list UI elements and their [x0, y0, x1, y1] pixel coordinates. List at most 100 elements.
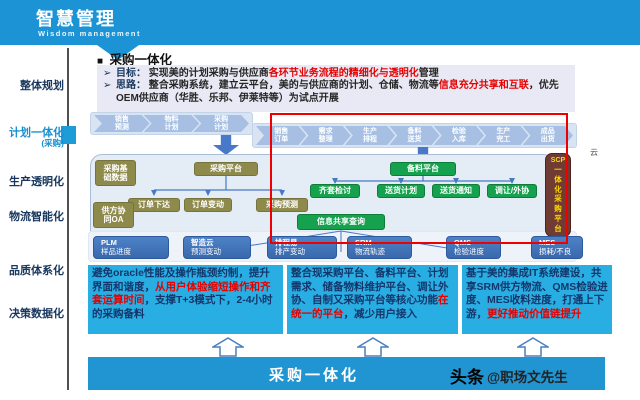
box-transfer-outsource: 调让/外协 [487, 184, 537, 198]
arrow-bullet-icon: ➢ [103, 68, 112, 79]
goal-highlight: 各环节业务流程的精细化与透明化 [268, 68, 419, 79]
idea-label: 思路： [116, 80, 146, 92]
flow-step-label: 成品出货 [540, 127, 555, 143]
flow-step-label: 物料计划 [164, 115, 179, 131]
box-label: 订单下达 [138, 200, 170, 210]
system-box-plm: PLM 样品进度 [93, 236, 169, 259]
goal-label: 目标： [116, 68, 146, 79]
system-sub: 损耗/不良 [539, 246, 572, 256]
box-purchase-forecast: 采购预测 [256, 198, 308, 212]
flow-step-label: 销售预测 [114, 115, 129, 131]
cloud-label: 云 [590, 148, 598, 157]
note-highlight: 更好推动价值链提升 [487, 307, 582, 320]
system-name: 智造云 [191, 238, 214, 247]
sidebar-item-sublabel: (采购) [41, 138, 64, 149]
box-label: 采购预测 [266, 200, 298, 210]
sidebar-item-plan-integration[interactable]: 计划一体化 (采购) [0, 127, 64, 148]
watermark-brand: 头条 [450, 368, 484, 387]
box-label: 齐套检讨 [319, 186, 351, 196]
up-arrow-icon [212, 337, 244, 357]
header-bar: 智慧管理 Wisdom management [0, 0, 640, 45]
flow-step-label: 检验入库 [451, 127, 466, 143]
note-highlight: 在统一的平台 [291, 294, 449, 320]
flow-step: 生产完工 [478, 126, 528, 145]
idea-text-end: ，优先OEM供应商（华胜、乐邦、伊莱特等）为试点开展 [116, 80, 559, 104]
box-label: 采购平台 [210, 164, 242, 174]
note-block-3: 基于美的集成IT系统建设，共享SRM供方物流、QMS检验进度、MES收料进度，打… [462, 265, 612, 334]
flow-banner-execution: 销售订单 需求整理 生产排程 备料送货 检验入库 生产完工 成品出货 [252, 123, 577, 148]
page-title: ■ 采购一体化 [97, 49, 172, 68]
note-text: 基于美的集成IT系统建设，共享SRM供方物流、QMS检验进度、MES收料进度，打… [466, 267, 608, 320]
up-arrow-icon [517, 337, 549, 357]
flow-step-label: 生产完工 [496, 127, 511, 143]
goal-bullet: ➢ 目标： 实现美的计划采购与供应商各环节业务流程的精细化与透明化管理 [103, 68, 569, 80]
note-text: 整合现采购平台、备料平台、计划需求、储备物料维护平台、调让外协、自制又采购平台等… [291, 267, 449, 307]
goal-text-end: 管理 [418, 68, 439, 79]
flow-step: 备料送货 [389, 126, 439, 145]
sidebar-item-production-transparency[interactable]: 生产透明化 [9, 176, 64, 188]
box-purchase-platform: 采购平台 [194, 162, 258, 176]
goal-text: 实现美的计划采购与供应商 [148, 68, 269, 79]
sidebar-item-overall-plan[interactable]: 整体规划 [20, 80, 64, 92]
system-sub: 样品进度 [101, 246, 131, 256]
sidebar-item-quality-system[interactable]: 品质体系化 [9, 265, 64, 277]
box-supplier-oa: 供方协同OA [93, 202, 134, 228]
flow-banner-plan: 销售预测 物料计划 采购计划 [90, 112, 253, 135]
flow-step-label: 需求整理 [318, 127, 333, 143]
idea-highlight: 信息充分共享和互联 [438, 80, 529, 92]
box-material-platform: 备料平台 [390, 162, 456, 176]
sidebar-item-label: 计划一体化 [9, 127, 64, 139]
note-block-2: 整合现采购平台、备料平台、计划需求、储备物料维护平台、调让外协、自制又采购平台等… [287, 265, 458, 334]
up-arrow-icon [357, 337, 389, 357]
arrow-bullet-icon: ➢ [103, 80, 112, 92]
box-info-share-query: 信息共享查询 [297, 214, 385, 230]
flow-step: 物料计划 [144, 115, 200, 132]
header-notch [97, 45, 139, 60]
flow-step: 需求整理 [300, 126, 350, 145]
scp-tag: SCP [550, 157, 566, 164]
watermark-handle: @职场文先生 [487, 369, 568, 385]
box-kit-review: 齐套检讨 [310, 184, 360, 198]
flow-step-label: 采购计划 [214, 115, 229, 131]
box-label: 采购基础数据 [103, 163, 128, 182]
sidebar-item-decision-data[interactable]: 决策数据化 [9, 308, 64, 320]
box-label: 信息共享查询 [317, 217, 365, 227]
idea-bullet: ➢ 思路： 整合采购系统，建立云平台，美的与供应商的计划、仓储、物流等信息充分共… [103, 80, 569, 105]
note-text: ，支撑T+3模式下，2-4小时的采购备料 [92, 294, 273, 320]
box-label: 送货通知 [440, 186, 472, 196]
note-text: 避免oracle性能及操作瓶颈约制，提升界面和谐度， [92, 267, 270, 293]
flow-step-label: 备料送货 [407, 127, 422, 143]
box-purchase-base-data: 采购基础数据 [95, 160, 136, 186]
note-highlight: 从用户体验缩短操作和齐套运算时间 [92, 280, 271, 307]
box-label: 调让/外协 [494, 186, 530, 196]
footer-bar: 采购一体化 [88, 357, 605, 390]
flow-step-label: 销售订单 [274, 127, 289, 143]
footer-title: 采购一体化 [268, 367, 359, 384]
box-label: 备料平台 [407, 164, 439, 174]
app-subtitle: Wisdom management [38, 29, 141, 38]
box-label: 订单变动 [192, 200, 224, 210]
box-label: 供方协同OA [101, 205, 126, 224]
summary-box: ➢ 目标： 实现美的计划采购与供应商各环节业务流程的精细化与透明化管理 ➢ 思路… [97, 65, 575, 112]
sidebar-item-logistics-intelligence[interactable]: 物流智能化 [9, 211, 64, 223]
box-delivery-plan: 送货计划 [377, 184, 425, 198]
system-name: PLM [101, 238, 117, 247]
note-block-1: 避免oracle性能及操作瓶颈约制，提升界面和谐度，从用户体验缩短操作和齐套运算… [88, 265, 283, 334]
down-arrow-icon [213, 135, 239, 155]
square-bullet-icon: ■ [97, 56, 104, 67]
flow-step: 销售预测 [94, 115, 150, 132]
idea-text: 整合采购系统，建立云平台，美的与供应商的计划、仓储、物流等 [148, 80, 439, 92]
system-sub: 物流轨迹 [355, 246, 385, 256]
app-title: 智慧管理 [36, 9, 116, 29]
watermark: 头条 @职场文先生 [450, 363, 568, 388]
box-delivery-notice: 送货通知 [432, 184, 480, 198]
system-sub: 检验进度 [454, 246, 484, 256]
flow-step: 生产排程 [345, 126, 395, 145]
flow-step: 成品出货 [523, 126, 573, 145]
box-order-change: 订单变动 [184, 198, 232, 212]
box-order-release: 订单下达 [128, 198, 180, 212]
flow-step: 采购计划 [193, 115, 249, 132]
system-sub: 预测变动 [191, 246, 221, 256]
box-label: 送货计划 [385, 186, 417, 196]
